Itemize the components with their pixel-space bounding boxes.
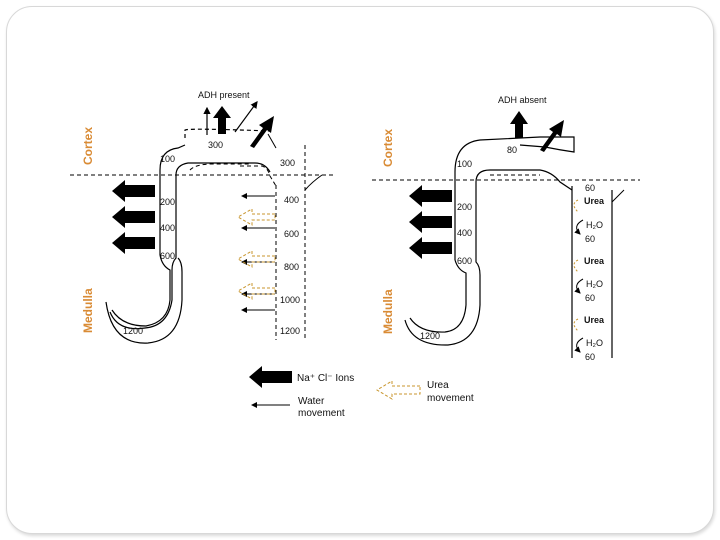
urea-loop-1 (573, 199, 579, 213)
left-panel: Cortex Medulla ADH present 300 100 200 4… (70, 90, 335, 344)
tubule-top-dashed (189, 163, 250, 171)
water-loop-1 (574, 219, 584, 235)
tubule-inner-wall-right (404, 169, 573, 346)
cap-value: 300 (208, 140, 223, 150)
duct-group-1: Urea H₂O 60 (573, 196, 605, 244)
tubule-value-right-1: 100 (457, 159, 472, 169)
tubule-inner-limb-right (409, 259, 467, 333)
duct-value-right-1: 60 (585, 234, 595, 244)
urea-label-3: Urea (584, 315, 605, 325)
tubule-value-5: 1200 (123, 326, 143, 336)
urea-arrow-1 (236, 208, 276, 226)
urea-loop-2 (573, 259, 579, 273)
tubule-value-right-4: 600 (457, 256, 472, 266)
tubule-outer-wall-right (454, 136, 575, 260)
legend-water-label-1: Water (298, 396, 325, 407)
duct-value-5: 1000 (280, 295, 300, 305)
adh-present-header: ADH present (198, 90, 250, 100)
ion-arrow-left-3 (112, 232, 155, 254)
water-loop-3 (574, 337, 584, 353)
urea-arrow-2 (236, 250, 276, 268)
ion-arrow-left-1 (112, 180, 155, 202)
duct-value-right-2: 60 (585, 293, 595, 303)
duct-junction-right (611, 189, 625, 203)
legend-water-label-2: movement (298, 408, 345, 419)
cap-edge (267, 133, 277, 149)
duct-value-6: 1200 (280, 326, 300, 336)
tubule-value-2: 200 (160, 197, 175, 207)
zone-label-medulla-right: Medulla (381, 289, 395, 334)
duct-group-3: Urea H₂O 60 (573, 315, 605, 362)
legend-urea-label-1: Urea (427, 380, 449, 391)
cap-value-right: 80 (507, 145, 517, 155)
tubule-cap-dashed (184, 128, 271, 138)
legend-ions-label: Na⁺ Cl⁻ Ions (297, 373, 354, 384)
zone-label-medulla: Medulla (81, 288, 95, 333)
water-out-arrow-top-2 (234, 101, 258, 133)
zone-label-cortex: Cortex (81, 127, 95, 165)
ion-arrow-top-diagonal-right (540, 120, 564, 152)
duct-value-right-3: 60 (585, 352, 595, 362)
water-label-2: H₂O (586, 279, 603, 289)
ion-arrow-right-panel-1 (409, 185, 452, 207)
duct-value-4: 800 (284, 262, 299, 272)
ion-arrow-left-2 (112, 206, 155, 228)
urea-arrow-3 (236, 282, 276, 300)
legend-urea-arrow (376, 380, 421, 400)
slide-frame (6, 6, 714, 534)
tubule-inner-limb (111, 254, 171, 327)
urea-label-2: Urea (584, 256, 605, 266)
urea-loop-3 (573, 318, 579, 332)
ion-arrow-top (213, 106, 231, 134)
water-loop-2 (574, 278, 584, 294)
duct-top-value-right: 60 (585, 183, 595, 193)
duct-value-1: 300 (280, 158, 295, 168)
duct-group-2: Urea H₂O 60 (573, 256, 605, 303)
duct-value-3: 600 (284, 229, 299, 239)
legend-ion-arrow (249, 366, 292, 388)
tubule-inner-wall (109, 162, 271, 330)
urea-label-1: Urea (584, 196, 605, 206)
tubule-value-3: 400 (160, 223, 175, 233)
legend-urea-label-2: movement (427, 393, 474, 404)
water-label-1: H₂O (586, 220, 603, 230)
duct-junction (304, 174, 323, 191)
tubule-outer-wall-lower (105, 257, 183, 344)
water-label-3: H₂O (586, 338, 603, 348)
adh-absent-header: ADH absent (498, 95, 547, 105)
tubule-value-right-2: 200 (457, 202, 472, 212)
tubule-value-right-5: 1200 (420, 331, 440, 341)
right-panel: Cortex Medulla ADH absent 80 100 200 400… (372, 95, 640, 362)
tubule-value-4: 600 (160, 251, 175, 261)
legend: Na⁺ Cl⁻ Ions Water movement Urea movemen… (249, 366, 474, 419)
ion-arrow-top-diagonal (250, 116, 274, 148)
tubule-outer-wall-upper (159, 144, 186, 255)
ion-arrow-top-right (510, 111, 528, 138)
tubule-value-1: 100 (160, 154, 175, 164)
tubule-value-right-3: 400 (457, 228, 472, 238)
ion-arrow-right-panel-2 (409, 211, 452, 233)
duct-value-2: 400 (284, 195, 299, 205)
ion-arrow-right-panel-3 (409, 237, 452, 259)
tubule-distal-dashed (240, 165, 277, 187)
zone-label-cortex-right: Cortex (381, 129, 395, 167)
